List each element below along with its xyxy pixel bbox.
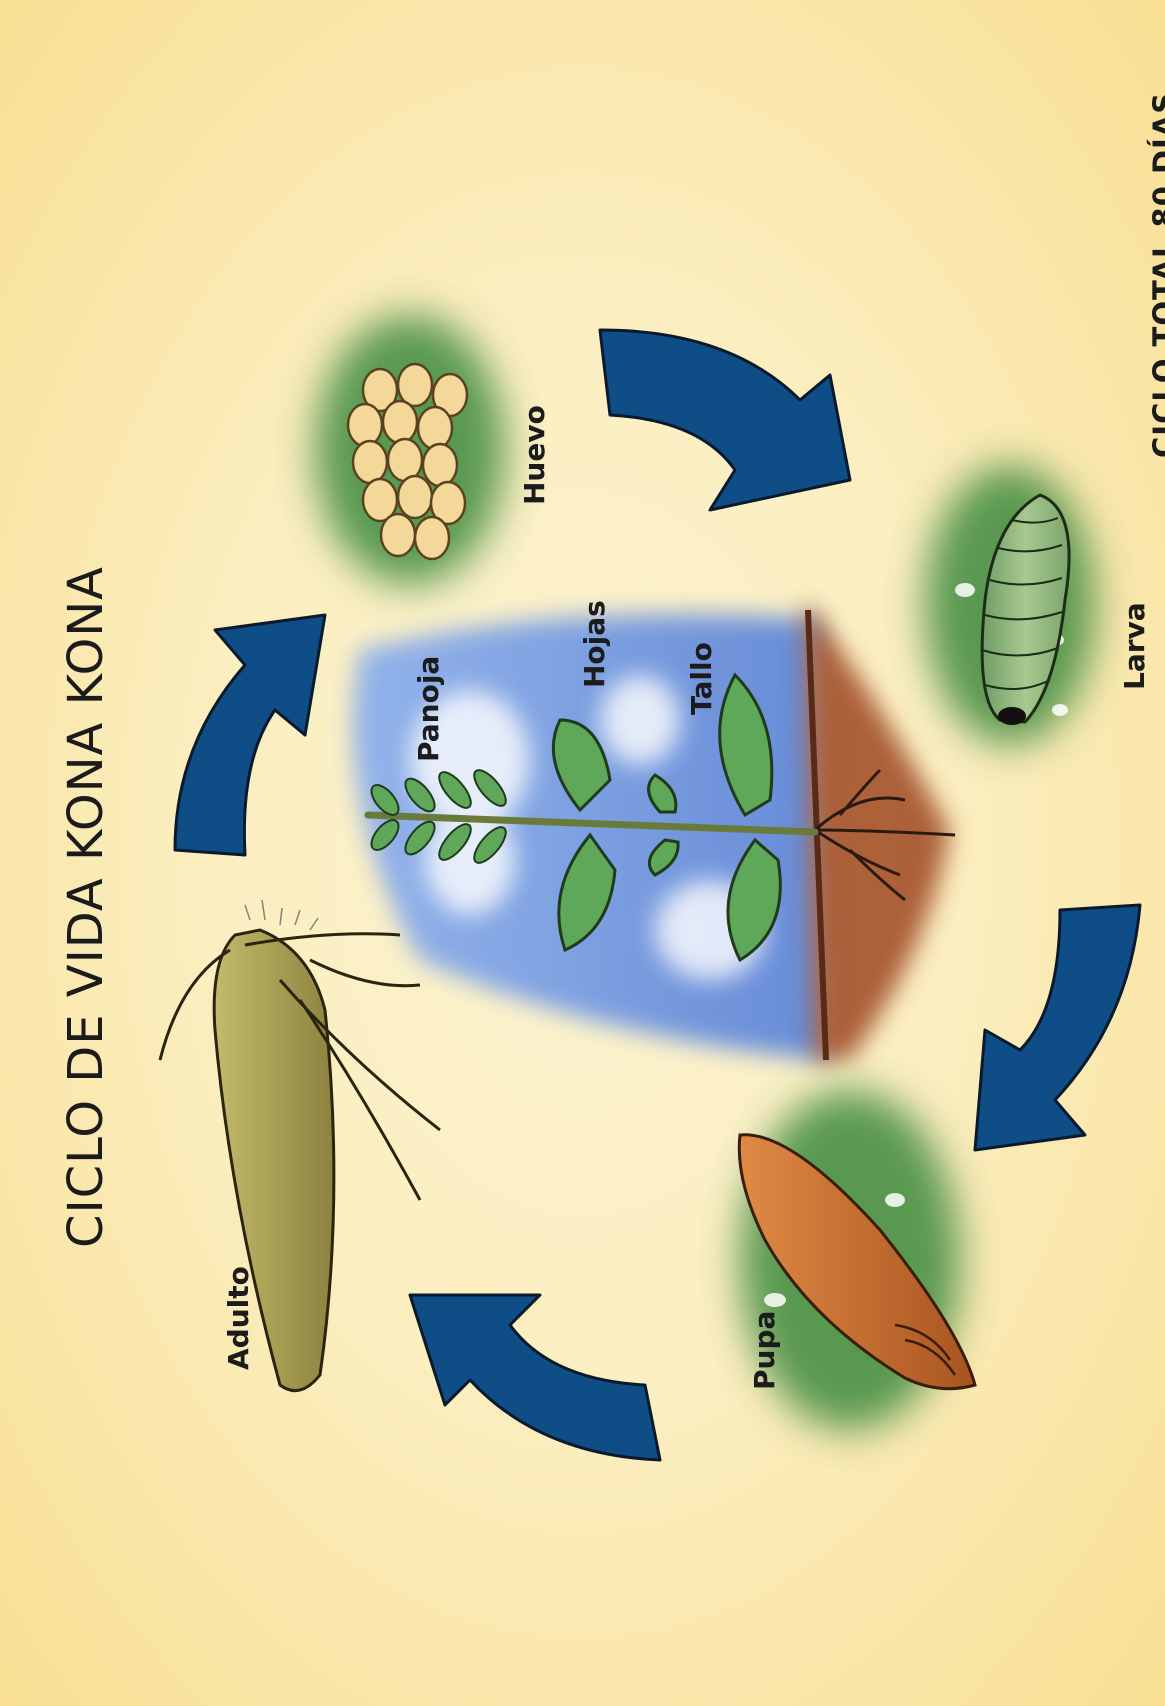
egg-cluster-illustration xyxy=(315,315,505,585)
stage-label-egg: Huevo xyxy=(518,405,551,505)
plant-label-stem: Tallo xyxy=(685,642,718,715)
diagram-title: CICLO DE VIDA KONA KONA xyxy=(58,566,114,1248)
larva-illustration xyxy=(925,465,1095,745)
cycle-arrow-larva-to-pupa xyxy=(975,905,1140,1150)
cycle-arrow-pupa-to-adult xyxy=(410,1295,660,1460)
cycle-arrow-adult-to-egg xyxy=(175,615,325,855)
plant-label-panicle: Panoja xyxy=(412,656,445,762)
plant-label-leaves: Hojas xyxy=(578,600,611,688)
adult-moth-illustration xyxy=(160,900,440,1391)
stage-label-adult: Adulto xyxy=(222,1266,255,1370)
stage-label-pupa: Pupa xyxy=(748,1311,781,1390)
stage-label-larva: Larva xyxy=(1118,602,1151,690)
total-cycle-label: CICLO TOTAL 80 DÍAS xyxy=(1147,92,1165,458)
cycle-arrow-egg-to-larva xyxy=(600,330,850,510)
